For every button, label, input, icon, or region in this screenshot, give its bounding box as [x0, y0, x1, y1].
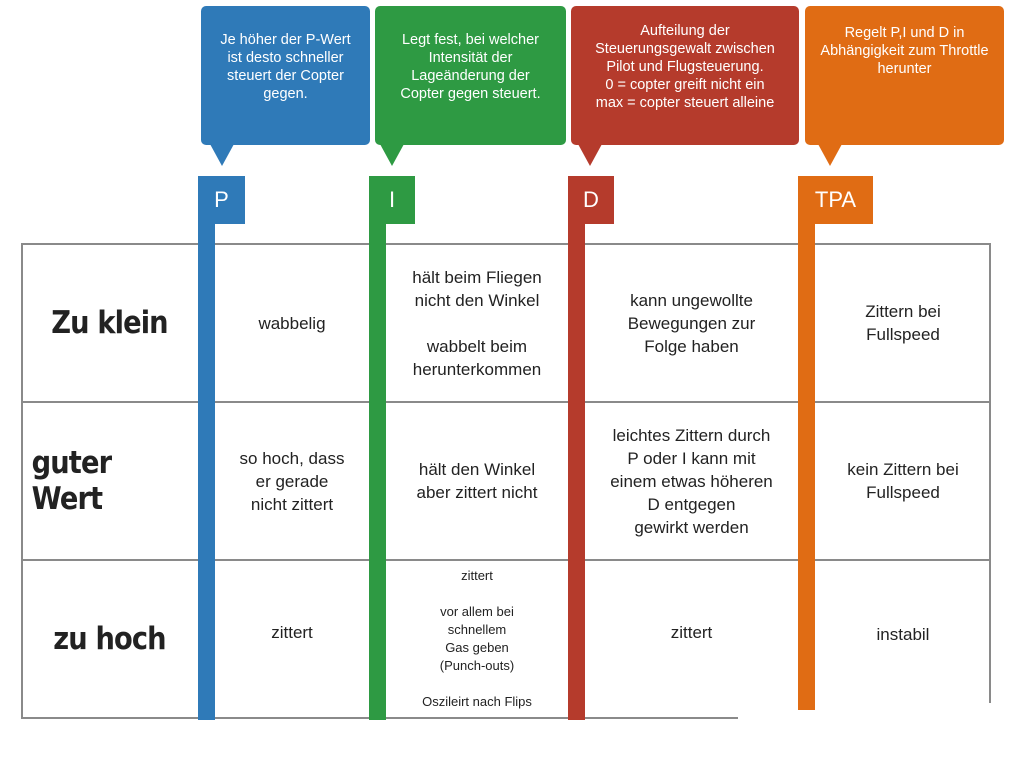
table-cell: zittert: [670, 622, 713, 642]
table-border-right: [989, 243, 991, 703]
table-cell: instabil: [876, 624, 930, 644]
table-cell: hält den Winkel aber zittert nicht: [416, 460, 538, 502]
table-cell: zittert vor allem bei schnellem Gas gebe…: [422, 568, 532, 709]
table-border-left: [21, 243, 23, 719]
callout-tpa-pointer: [818, 144, 842, 166]
callout-d: Aufteilung der Steuerungsgewalt zwischen…: [571, 6, 799, 145]
bar-p: [198, 224, 215, 720]
table-cell: kann ungewollte Bewegungen zur Folge hab…: [627, 290, 756, 356]
label-tpa: TPA: [798, 176, 873, 224]
label-d: D: [568, 176, 614, 224]
table-cell: Zittern bei Fullspeed: [865, 302, 941, 344]
callout-i: Legt fest, bei welcher Intensität der La…: [375, 6, 566, 145]
row-label-zu-klein: Zu klein: [51, 305, 168, 341]
bar-i: [369, 224, 386, 720]
bar-tpa: [798, 224, 815, 710]
table-cell: so hoch, dass er gerade nicht zittert: [239, 448, 345, 514]
table-cell: hält beim Fliegen nicht den Winkel wabbe…: [412, 267, 542, 379]
row-label-zu-hoch: zu hoch: [53, 621, 166, 657]
row-divider: [21, 559, 991, 561]
table-cell: wabbelig: [258, 313, 326, 333]
callout-p-pointer: [210, 144, 234, 166]
label-i: I: [369, 176, 415, 224]
table-cell: leichtes Zittern durch P oder I kann mit…: [610, 425, 773, 537]
table-cell: zittert: [271, 622, 313, 642]
row-divider: [21, 401, 991, 403]
bar-d: [568, 224, 585, 720]
table-cell: kein Zittern bei Fullspeed: [847, 460, 959, 502]
callout-tpa: Regelt P,I und D in Abhängigkeit zum Thr…: [805, 6, 1004, 145]
table-border-top: [21, 243, 991, 245]
callout-i-pointer: [380, 144, 404, 166]
callout-p: Je höher der P-Wert ist desto schneller …: [201, 6, 370, 145]
callout-d-pointer: [578, 144, 602, 166]
row-label-guter-wert: guter Wert: [31, 445, 112, 517]
label-p: P: [198, 176, 245, 224]
